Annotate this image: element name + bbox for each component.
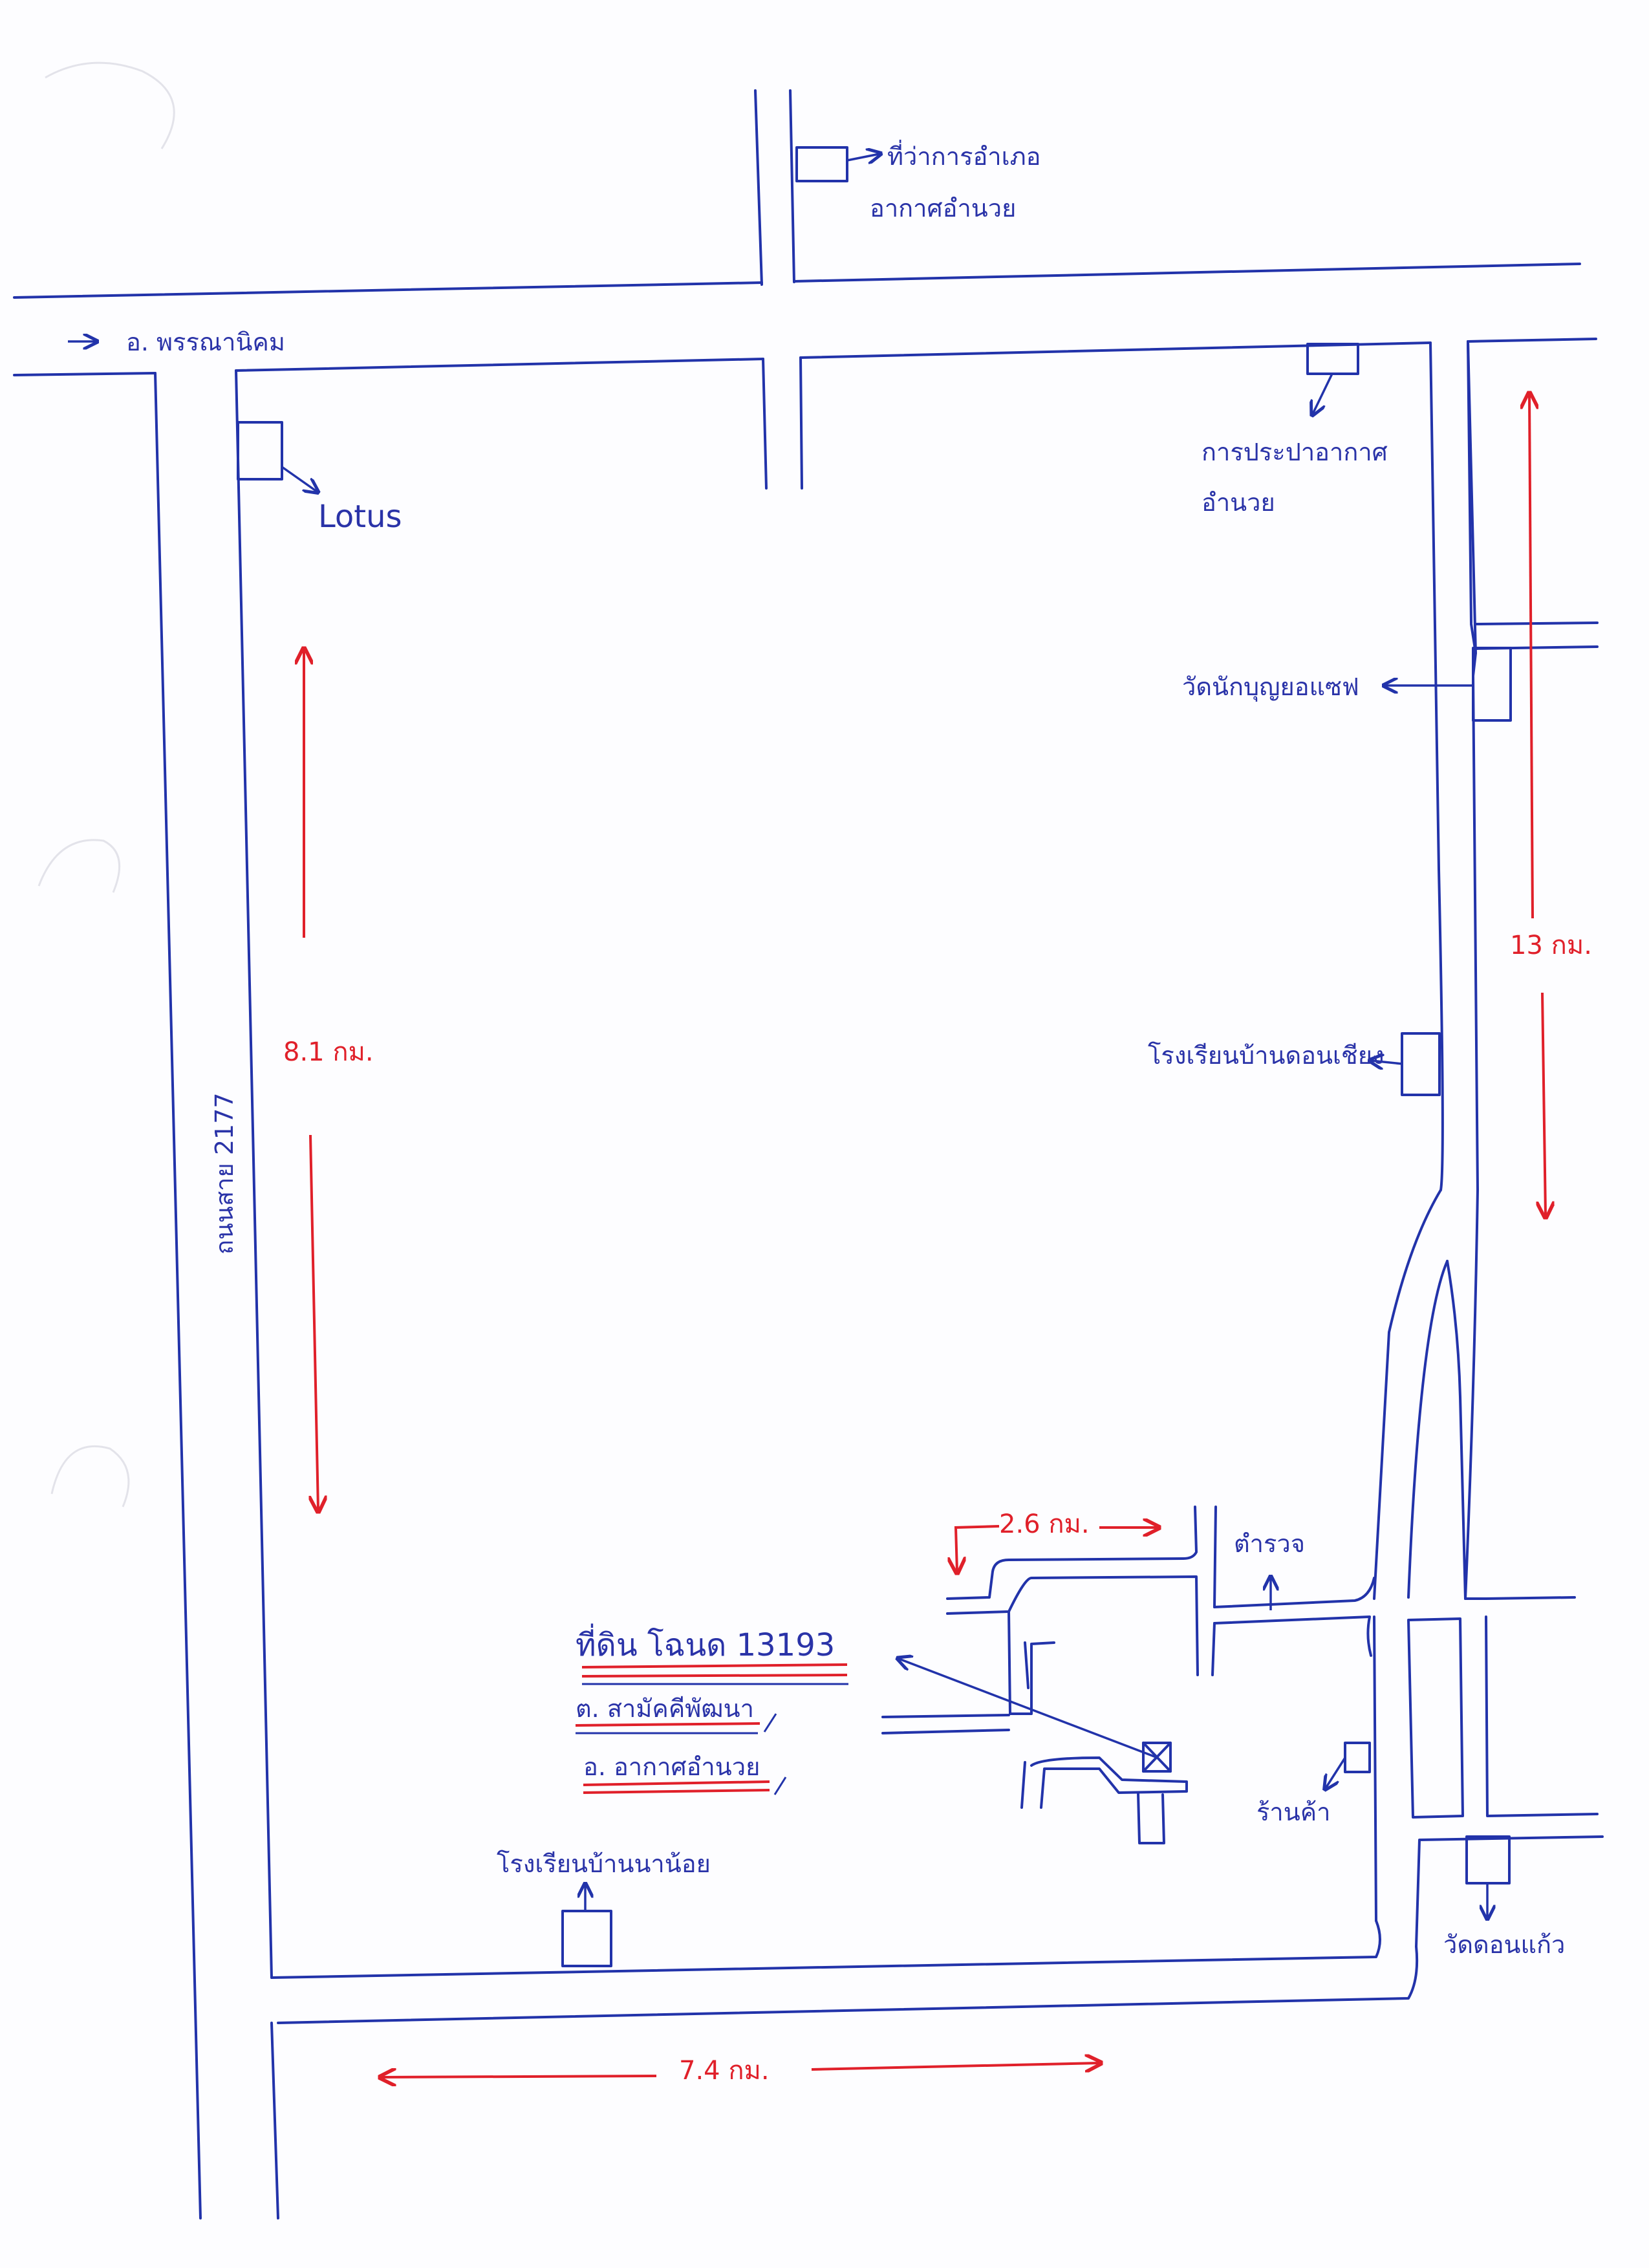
plot-subdistrict-label: ต. สามัคคีพัฒนา [576, 1694, 754, 1723]
lotus-label: Lotus [318, 499, 402, 535]
shop-label: ร้านค้า [1256, 1798, 1330, 1826]
shop-building [1344, 1742, 1371, 1773]
temple-2-label: วัดดอนแก้ว [1443, 1930, 1565, 1959]
district-office-building [795, 146, 848, 182]
school-1-building [1401, 1032, 1441, 1096]
district-office-sub-label: อากาศอำนวย [870, 194, 1016, 222]
school-2-building [561, 1910, 612, 1967]
pointer-arrows [68, 154, 1487, 1917]
distance-left-label: 8.1 กม. [283, 1037, 374, 1067]
local-roads [881, 1506, 1217, 1844]
police-label: ตำรวจ [1234, 1529, 1305, 1558]
school-1-label: โรงเรียนบ้านดอนเชียง [1148, 1041, 1385, 1070]
plot-title: ที่ดิน โฉนด 13193 [576, 1623, 835, 1663]
plot-label-underlines [575, 1663, 848, 1795]
road-2177-label: ถนนสาย 2177 [210, 1092, 239, 1255]
temple-1-building [1472, 647, 1512, 722]
lotus-building [237, 421, 283, 481]
water-supply-building [1306, 343, 1359, 375]
distance-bottom-label: 7.4 กม. [679, 2056, 770, 2086]
distance-lines [304, 394, 1546, 2077]
paper-smudges [38, 61, 175, 1507]
water-supply-sub-label: อำนวย [1202, 488, 1275, 517]
plot-district-label: อ. อากาศอำนวย [583, 1753, 760, 1781]
distance-local-label: 2.6 กม. [999, 1509, 1090, 1539]
water-supply-label: การประปาอากาศ [1202, 438, 1388, 466]
distance-right-label: 13 กม. [1510, 931, 1592, 960]
main-roads [13, 89, 1604, 2219]
school-2-label: โรงเรียนบ้านนาน้อย [497, 1850, 711, 1878]
temple-2-building [1465, 1835, 1511, 1885]
phanna-direction-label: อ. พรรณานิคม [126, 328, 285, 356]
temple-1-label: วัดนักบุญยอแซฟ [1182, 673, 1359, 702]
district-office-label: ที่ว่าการอำเภอ [887, 140, 1041, 171]
